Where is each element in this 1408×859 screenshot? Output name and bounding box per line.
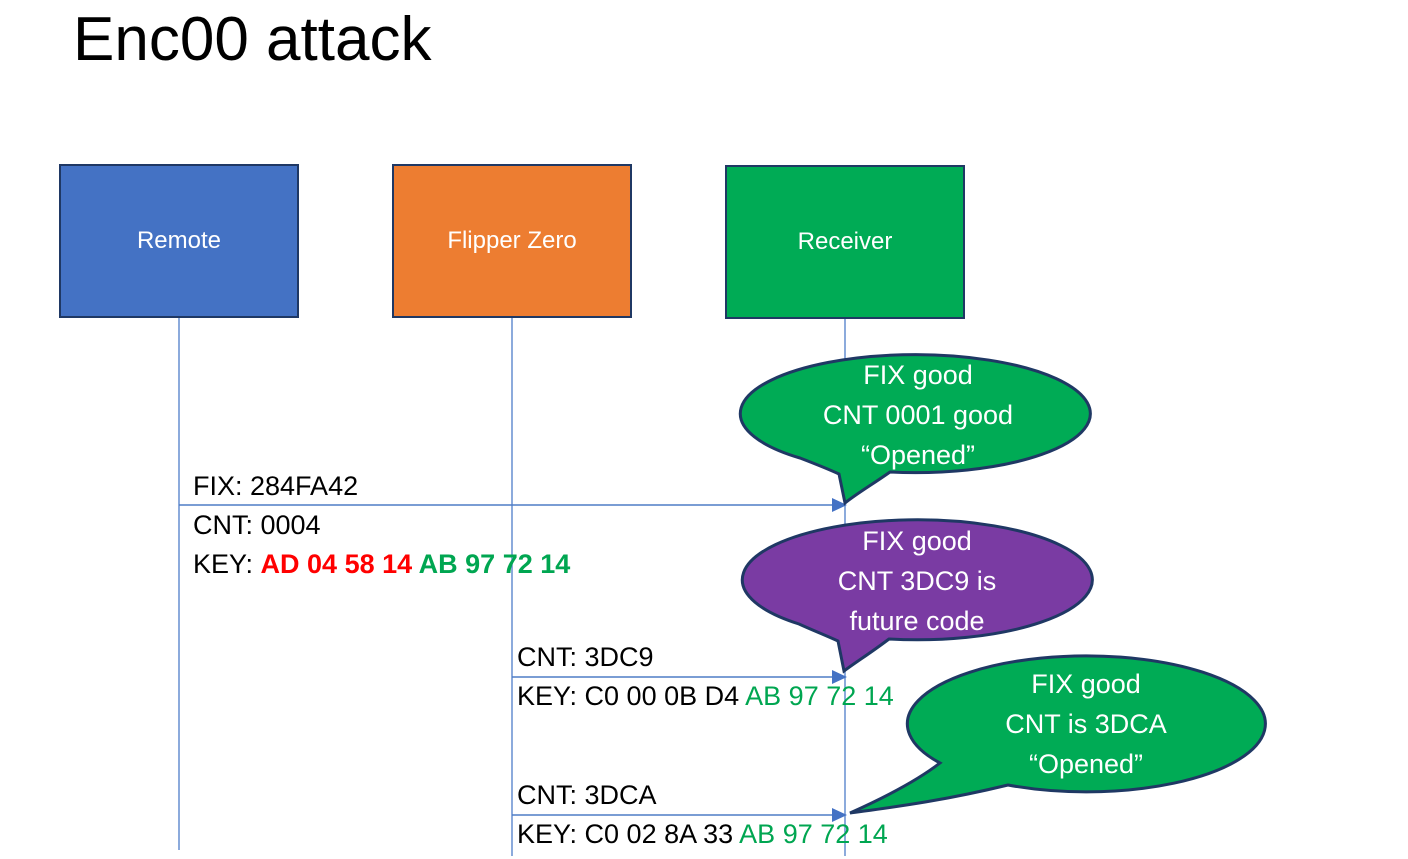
callout-2-line-2: CNT 3DC9 is [837,566,997,596]
actor-box-receiver: Receiver [725,165,965,319]
actor-label-flipper-zero: Flipper Zero [447,227,577,254]
callout-1-line-3: “Opened” [860,440,976,470]
message-3-key-green-octets: AB 97 72 14 [739,819,888,849]
message-3-cnt-label: CNT: 3DCA [517,780,657,810]
message-1-cnt-label: CNT: 0004 [193,510,321,540]
callout-3-text: FIX good CNT is 3DCA “Opened” [907,657,1265,791]
message-1-key-prefix: KEY: [193,549,261,579]
callout-3-line-1: FIX good [1031,669,1141,699]
message-3-key-label: KEY: C0 02 8A 33 AB 97 72 14 [517,815,888,853]
message-2-key-green-octets: AB 97 72 14 [745,681,894,711]
callout-2-line-1: FIX good [862,526,972,556]
message-2-key-label: KEY: C0 00 0B D4 AB 97 72 14 [517,677,894,715]
actor-label-receiver: Receiver [797,228,893,255]
message-2-cnt-label: CNT: 3DC9 [517,642,654,672]
callout-3-bubble-shape [849,654,1267,815]
callout-1-line-1: FIX good [863,360,973,390]
actor-label-remote: Remote [136,227,222,254]
actor-box-remote: Remote [59,164,299,318]
message-2-key-prefix: KEY: C0 00 0B D4 [517,681,746,711]
callout-2-line-3: future code [849,606,985,636]
message-2-arrowhead-icon [832,670,847,684]
callout-1-text: FIX good CNT 0001 good “Opened” [743,357,1093,473]
message-3-key-prefix: KEY: C0 02 8A 33 [517,819,740,849]
message-1-key-red-octets: AD 04 58 14 [260,549,419,579]
message-1-arrowhead-icon [832,498,847,512]
message-1-key-green-octets: AB 97 72 14 [418,549,571,579]
message-1-fix-label: FIX: 284FA42 [193,471,359,501]
callout-2-bubble-shape [740,518,1094,674]
actor-box-flipper-zero: Flipper Zero [392,164,632,318]
callout-3-line-2: CNT is 3DCA [1005,709,1167,739]
callout-3-line-3: “Opened” [1028,749,1144,779]
message-3-arrowhead-icon [832,808,847,822]
message-1-key-label: KEY: AD 04 58 14 AB 97 72 14 [193,545,570,583]
callout-1-bubble-shape [738,353,1092,506]
page-title: Enc00 attack [73,5,432,74]
callout-1-line-2: CNT 0001 good [822,400,1014,430]
callout-2-text: FIX good CNT 3DC9 is future code [742,522,1092,640]
